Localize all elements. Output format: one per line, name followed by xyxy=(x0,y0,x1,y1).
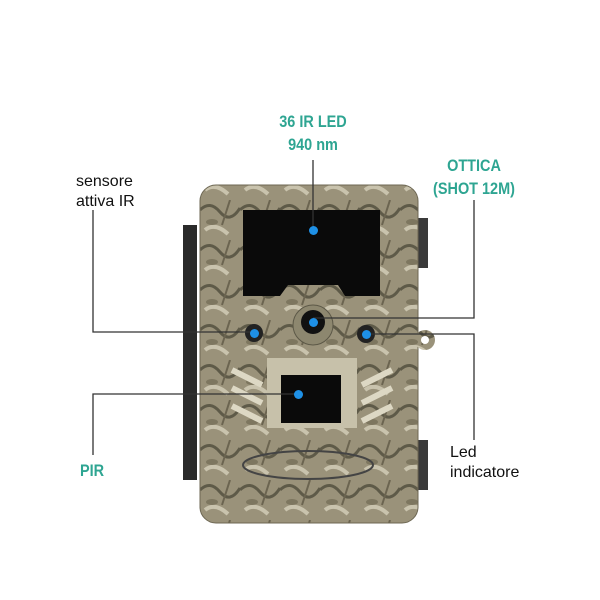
pir-label: PIR xyxy=(79,461,105,480)
led-marker xyxy=(362,330,371,339)
pir-window xyxy=(281,375,341,423)
ir-led-label: 36 IR LED 940 nm xyxy=(271,110,356,156)
optics-label-line1: OTTICA xyxy=(447,156,501,175)
strap-left xyxy=(183,225,197,480)
optics-marker xyxy=(309,318,318,327)
ir-led-panel xyxy=(243,210,380,296)
led-label-line1: Led xyxy=(450,444,477,461)
ir-led-marker xyxy=(309,226,318,235)
optics-label: OTTICA (SHOT 12M) xyxy=(423,154,525,200)
ir-led-label-line1: 36 IR LED xyxy=(279,112,347,131)
led-label: Led indicatore xyxy=(450,443,519,483)
ir-sensor-label: sensore attiva IR xyxy=(76,172,135,212)
led-label-line2: indicatore xyxy=(450,464,520,481)
brand-logo xyxy=(242,450,374,480)
ir-sensor-label-line2: attiva IR xyxy=(76,193,135,210)
leader-lines xyxy=(92,160,475,455)
optics-label-line2: (SHOT 12M) xyxy=(433,179,515,198)
ir-led-label-line2: 940 nm xyxy=(288,135,338,154)
ir-sensor-label-line1: sensore xyxy=(76,173,133,190)
pir-marker xyxy=(294,390,303,399)
ir-sensor-marker xyxy=(250,329,259,338)
